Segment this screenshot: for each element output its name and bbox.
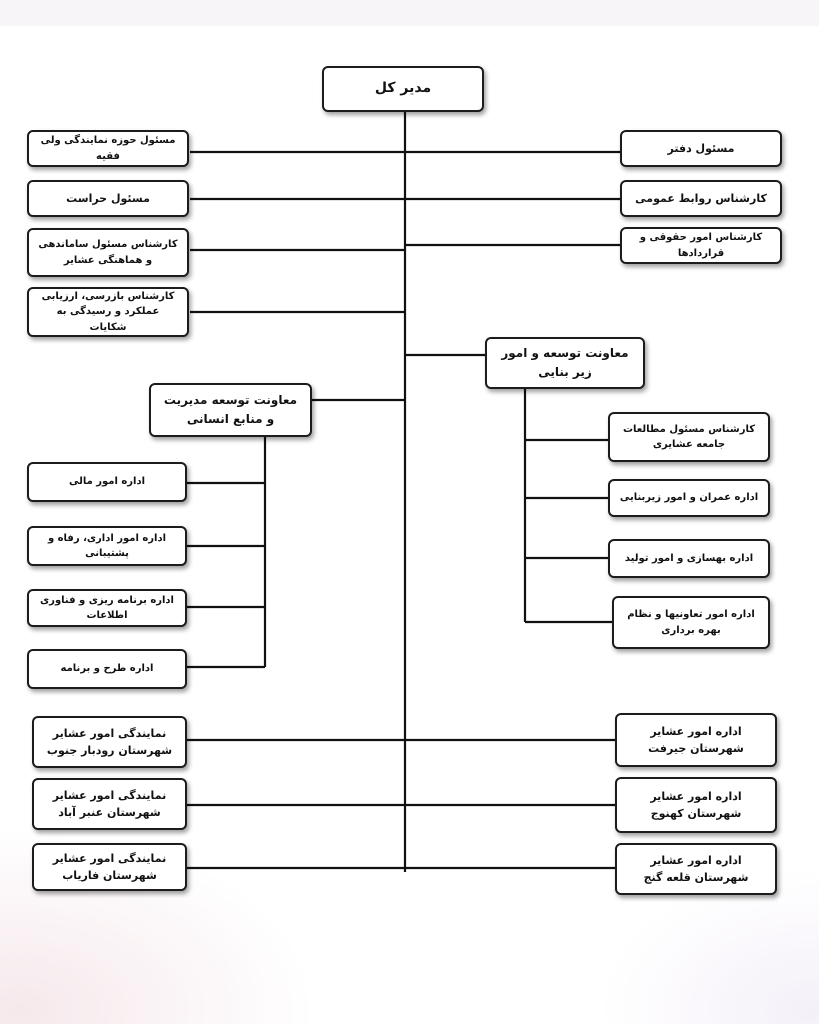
top-strip — [0, 0, 819, 26]
box-office-head-label: مسئول دفتر — [667, 141, 735, 155]
box-nomad-coordination-label: کارشناس مسئول ساماندهی و هماهنگی عشایر — [38, 239, 178, 266]
box-public-relations: کارشناس روابط عمومی — [620, 180, 782, 217]
box-planning-it: اداره برنامه ریزی و فناوری اطلاعات — [27, 589, 187, 627]
box-anbarabad-representation-label: نمایندگی امور عشایر شهرستان عنبر آباد — [52, 788, 167, 819]
box-deputy-infrastructure: معاونت توسعه و امور زیر بنایی — [485, 337, 645, 389]
box-faryab-representation: نمایندگی امور عشایر شهرستان فاریاب — [32, 843, 187, 891]
box-cooperatives-label: اداره امور تعاونیها و نظام بهره برداری — [627, 609, 755, 636]
box-administration-welfare: اداره امور اداری، رفاه و پشتیبانی — [27, 526, 187, 566]
box-deputy-management-label: معاونت توسعه مدیریت و منابع انسانی — [163, 393, 298, 426]
box-office-head: مسئول دفتر — [620, 130, 782, 167]
box-legal-contracts-label: کارشناس امور حقوقی و قراردادها — [639, 232, 763, 259]
box-rudbar-jonub-representation-label: نمایندگی امور عشایر شهرستان رودبار جنوب — [46, 726, 173, 757]
box-improvement-production-label: اداره بهسازی و امور تولید — [624, 552, 754, 564]
box-rudbar-jonub-representation: نمایندگی امور عشایر شهرستان رودبار جنوب — [32, 716, 187, 768]
box-legal-contracts: کارشناس امور حقوقی و قراردادها — [620, 227, 782, 264]
box-nomad-coordination: کارشناس مسئول ساماندهی و هماهنگی عشایر — [27, 228, 189, 277]
box-jiroft-office: اداره امور عشایر شهرستان جیرفت — [615, 713, 777, 767]
box-civil-infrastructure-label: اداره عمران و امور زیربنایی — [619, 492, 759, 504]
box-civil-infrastructure: اداره عمران و امور زیربنایی — [608, 479, 770, 517]
box-deputy-management: معاونت توسعه مدیریت و منابع انسانی — [149, 383, 312, 437]
box-inspection-complaints-label: کارشناس بازرسی، ارزیابی عملکرد و رسیدگی … — [41, 290, 175, 333]
box-design-program-label: اداره طرح و برنامه — [60, 663, 154, 675]
box-public-relations-label: کارشناس روابط عمومی — [635, 191, 767, 205]
box-kahnuj-office: اداره امور عشایر شهرستان کهنوج — [615, 777, 777, 833]
box-finance: اداره امور مالی — [27, 462, 187, 502]
box-anbarabad-representation: نمایندگی امور عشایر شهرستان عنبر آباد — [32, 778, 187, 830]
box-supreme-leader-representative: مسئول حوزه نمایندگی ولی فقیه — [27, 130, 189, 167]
box-jiroft-office-label: اداره امور عشایر شهرستان جیرفت — [648, 724, 744, 755]
box-supreme-leader-representative-label: مسئول حوزه نمایندگی ولی فقیه — [40, 135, 176, 162]
box-security-officer-label: مسئول حراست — [66, 191, 150, 205]
box-design-program: اداره طرح و برنامه — [27, 649, 187, 689]
box-planning-it-label: اداره برنامه ریزی و فناوری اطلاعات — [40, 594, 174, 622]
root-box-general-director-label: مدیر کل — [374, 80, 432, 97]
box-administration-welfare-label: اداره امور اداری، رفاه و پشتیبانی — [47, 532, 167, 560]
box-nomad-studies-label: کارشناس مسئول مطالعات جامعه عشایری — [622, 423, 756, 451]
root-box-general-director: مدیر کل — [322, 66, 484, 112]
box-kahnuj-office-label: اداره امور عشایر شهرستان کهنوج — [650, 789, 742, 820]
box-cooperatives: اداره امور تعاونیها و نظام بهره برداری — [612, 596, 770, 649]
box-deputy-infrastructure-label: معاونت توسعه و امور زیر بنایی — [501, 346, 629, 379]
box-ghaleh-ganj-office-label: اداره امور عشایر شهرستان قلعه گنج — [643, 853, 749, 884]
box-finance-label: اداره امور مالی — [68, 476, 146, 488]
box-ghaleh-ganj-office: اداره امور عشایر شهرستان قلعه گنج — [615, 843, 777, 895]
box-security-officer: مسئول حراست — [27, 180, 189, 217]
box-faryab-representation-label: نمایندگی امور عشایر شهرستان فاریاب — [52, 851, 167, 882]
box-inspection-complaints: کارشناس بازرسی، ارزیابی عملکرد و رسیدگی … — [27, 287, 189, 337]
box-improvement-production: اداره بهسازی و امور تولید — [608, 539, 770, 578]
box-nomad-studies: کارشناس مسئول مطالعات جامعه عشایری — [608, 412, 770, 462]
